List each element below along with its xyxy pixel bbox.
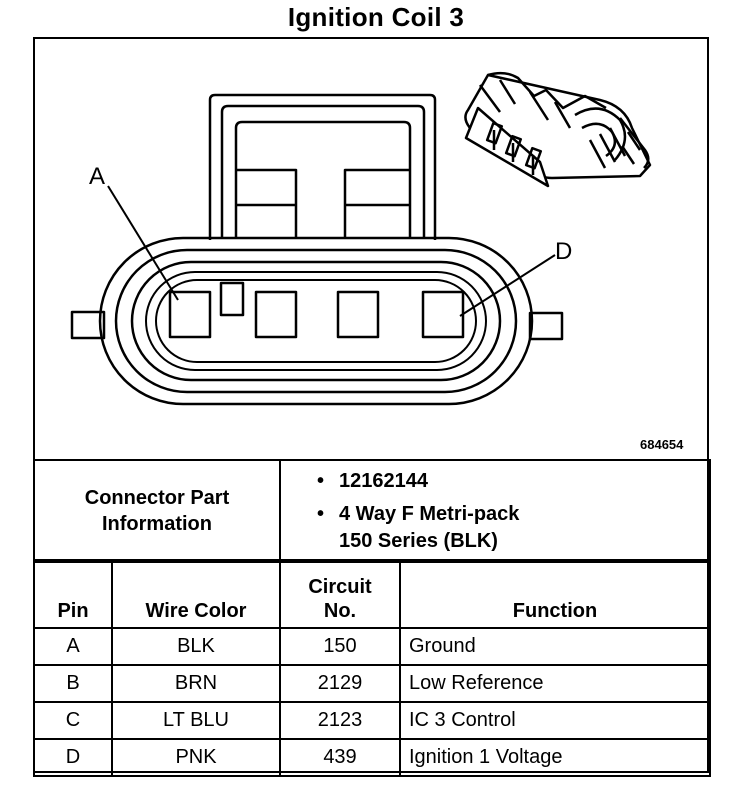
header-circuit-line2: No.	[323, 600, 357, 622]
description-line1: 4 Way F Metri-pack	[339, 502, 520, 525]
header-circuit-line1: Circuit	[308, 576, 372, 598]
terminal-cavity-d	[421, 290, 465, 339]
description-line: • 4 Way F Metri-pack	[317, 501, 709, 528]
bullet-icon: •	[317, 502, 325, 525]
connector-info-values: • 12162144 • 4 Way F Metri-pack 150 Series…	[279, 459, 711, 563]
connector-3d-illustration	[464, 71, 652, 188]
cell-function: IC 3 Control	[399, 701, 711, 740]
cell-circuit: 439	[279, 738, 401, 777]
cell-function: Ground	[399, 627, 711, 666]
connector-info-label-line1: Connector Part	[84, 487, 230, 509]
cell-wire-color: LT BLU	[111, 701, 281, 740]
cell-function: Low Reference	[399, 664, 711, 703]
header-pin: Pin	[33, 559, 113, 629]
table-row: C LT BLU 2123 IC 3 Control	[33, 701, 711, 740]
table-row: B BRN 2129 Low Reference	[33, 664, 711, 703]
terminal-cavity-b	[254, 290, 298, 339]
table-row: D PNK 439 Ignition 1 Voltage	[33, 738, 711, 777]
cell-pin: C	[33, 701, 113, 740]
pin-a-label: A	[89, 163, 105, 190]
cell-pin: D	[33, 738, 113, 777]
leader-line-a	[107, 185, 179, 301]
part-number: 12162144	[339, 469, 428, 492]
cell-pin: A	[33, 627, 113, 666]
locking-tab	[208, 93, 437, 240]
bullet-icon: •	[317, 469, 325, 492]
header-circuit: Circuit No.	[279, 559, 401, 629]
pin-table: Pin Wire Color Circuit No. Function A BL…	[33, 559, 711, 777]
connector-info-table: Connector Part Information • 12162144 • 4 …	[33, 459, 711, 563]
terminal-cavity-c	[336, 290, 380, 339]
pin-d-label: D	[555, 238, 572, 265]
table-row: A BLK 150 Ground	[33, 627, 711, 666]
cell-wire-color: BLK	[111, 627, 281, 666]
cell-function: Ignition 1 Voltage	[399, 738, 711, 777]
cell-circuit: 2129	[279, 664, 401, 703]
cell-circuit: 2123	[279, 701, 401, 740]
cell-circuit: 150	[279, 627, 401, 666]
connector-info-label-line2: Information	[102, 513, 212, 535]
description-line2: 150 Series (BLK)	[339, 529, 498, 552]
cell-wire-color: BRN	[111, 664, 281, 703]
pin-table-header: Pin Wire Color Circuit No. Function	[33, 559, 711, 629]
left-ear	[70, 310, 106, 340]
header-function: Function	[399, 559, 711, 629]
connector-housing	[98, 236, 534, 406]
connector-info-label: Connector Part Information	[33, 459, 281, 563]
right-ear	[528, 311, 564, 341]
figure-number: 684654	[640, 437, 684, 452]
cell-wire-color: PNK	[111, 738, 281, 777]
page-title: Ignition Coil 3	[287, 2, 465, 32]
cell-pin: B	[33, 664, 113, 703]
header-wire-color: Wire Color	[111, 559, 281, 629]
polarizing-key	[219, 281, 245, 317]
terminal-cavity-a	[168, 290, 212, 339]
leader-line-d	[459, 254, 556, 317]
part-number-line: • 12162144	[317, 468, 709, 495]
connector-diagram: A D	[70, 71, 652, 406]
